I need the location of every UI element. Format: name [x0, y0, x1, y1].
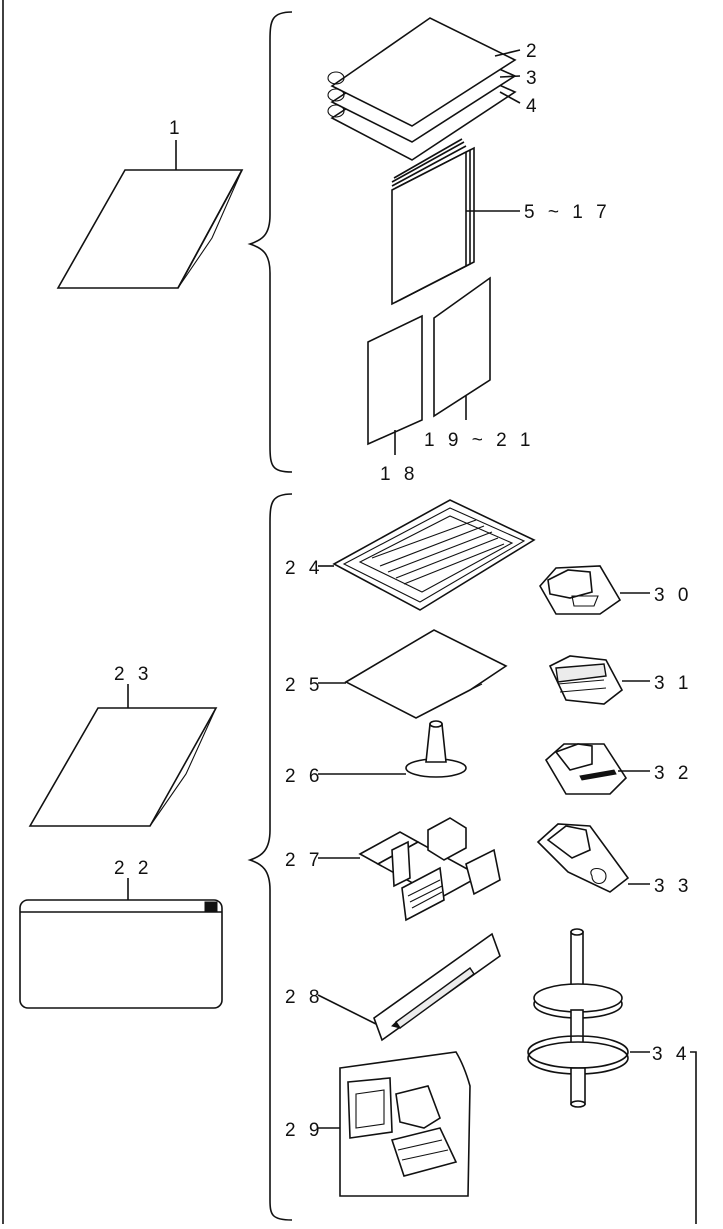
- callout-27: 2 7: [285, 850, 323, 871]
- presser-foot-icon-item-30: [539, 565, 650, 615]
- spool-cap-icon-item-26: [318, 720, 467, 778]
- booklet-icon-items-5-17: [391, 138, 520, 306]
- callout-33: 3 3: [654, 876, 692, 897]
- envelope-icon-item-1: [56, 140, 244, 289]
- callout-22: 2 2: [114, 858, 152, 879]
- presser-foot-icon-item-32: [544, 743, 650, 795]
- callout-3: 3: [526, 68, 541, 89]
- callout-5-17: 5 ~ 1 7: [524, 202, 611, 223]
- needle-pack-icon-item-24: [318, 499, 536, 611]
- zip-pouch-icon-item-22: [19, 878, 223, 1009]
- presser-foot-icon-item-31: [548, 655, 650, 705]
- callout-34: 3 4: [652, 1044, 690, 1065]
- callout-32: 3 2: [654, 763, 692, 784]
- callout-24: 2 4: [285, 558, 323, 579]
- presser-foot-icon-item-29: [318, 1051, 471, 1197]
- spool-pin-icon-item-34: [527, 928, 697, 1224]
- callout-30: 3 0: [654, 585, 692, 606]
- sheet-icon-item-18: [367, 314, 423, 455]
- callout-4: 4: [526, 96, 541, 117]
- sheet-icon-items-19-21: [433, 276, 491, 420]
- callout-2: 2: [526, 41, 541, 62]
- callout-18: 1 8: [380, 464, 418, 485]
- pen-icon-item-28: [317, 932, 501, 1042]
- brace-bottom: [247, 493, 293, 1221]
- callout-23: 2 3: [114, 664, 152, 685]
- callout-26: 2 6: [285, 766, 323, 787]
- callout-31: 3 1: [654, 673, 692, 694]
- brace-top: [247, 11, 293, 473]
- callout-25: 2 5: [285, 675, 323, 696]
- sheet-icon-items-2-4: [327, 17, 521, 161]
- callout-1: 1: [169, 118, 184, 139]
- callout-29: 2 9: [285, 1120, 323, 1141]
- quilting-guide-icon-item-27: [318, 817, 501, 922]
- presser-foot-icon-item-33: [536, 823, 650, 893]
- envelope-icon-item-23: [28, 684, 218, 827]
- callout-28: 2 8: [285, 987, 323, 1008]
- callout-19-21: 1 9 ~ 2 1: [424, 430, 534, 451]
- cloth-icon-item-25: [318, 629, 508, 719]
